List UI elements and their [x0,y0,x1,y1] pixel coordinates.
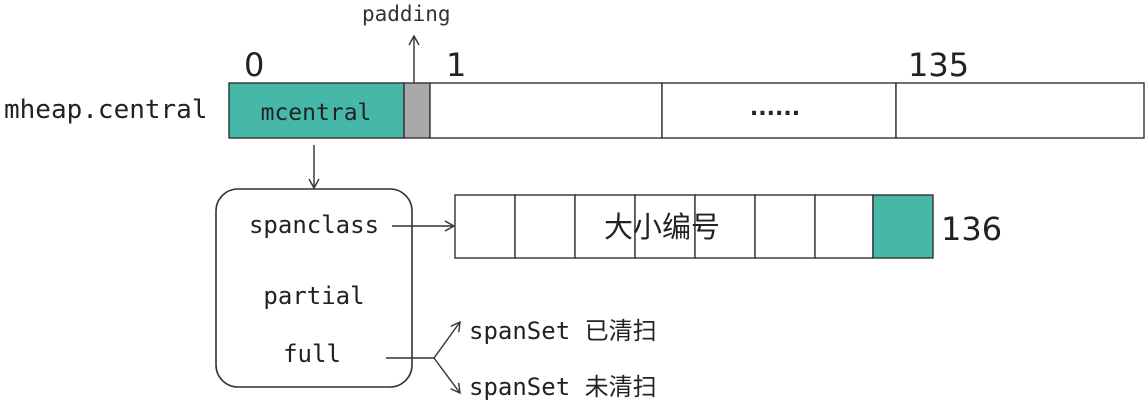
size-cell-1 [454,194,516,259]
mheap-central-label: mheap.central [4,95,208,125]
size-table-label: 大小编号 [604,210,720,244]
array-cell-ellipsis [661,82,897,139]
partial-field: partial [263,282,364,310]
spanset-unswept-label: spanSet 未清扫 [469,373,657,401]
array-cell-135 [895,82,1145,139]
index-0: 0 [244,46,264,84]
size-cell-5 [694,194,756,259]
size-cell-6 [754,194,816,259]
index-135: 135 [908,46,969,84]
ellipsis-label: ...... [750,96,800,121]
padding-label: padding [362,2,451,26]
full-field: full [283,340,341,368]
mcentral-cell-label: mcentral [261,100,372,126]
full-arrow-unswept [433,357,461,395]
index-1: 1 [446,46,466,84]
array-cell-1 [429,82,663,139]
size-cell-7 [814,194,874,259]
padding-cell [403,82,431,139]
size-cell-last [872,194,934,259]
size-table-count: 136 [941,210,1002,248]
mcentral-box [215,188,413,388]
spanclass-field: spanclass [249,211,379,239]
size-cell-4 [634,194,696,259]
spanset-swept-label: spanSet 已清扫 [469,317,657,345]
size-cell-2 [514,194,576,259]
